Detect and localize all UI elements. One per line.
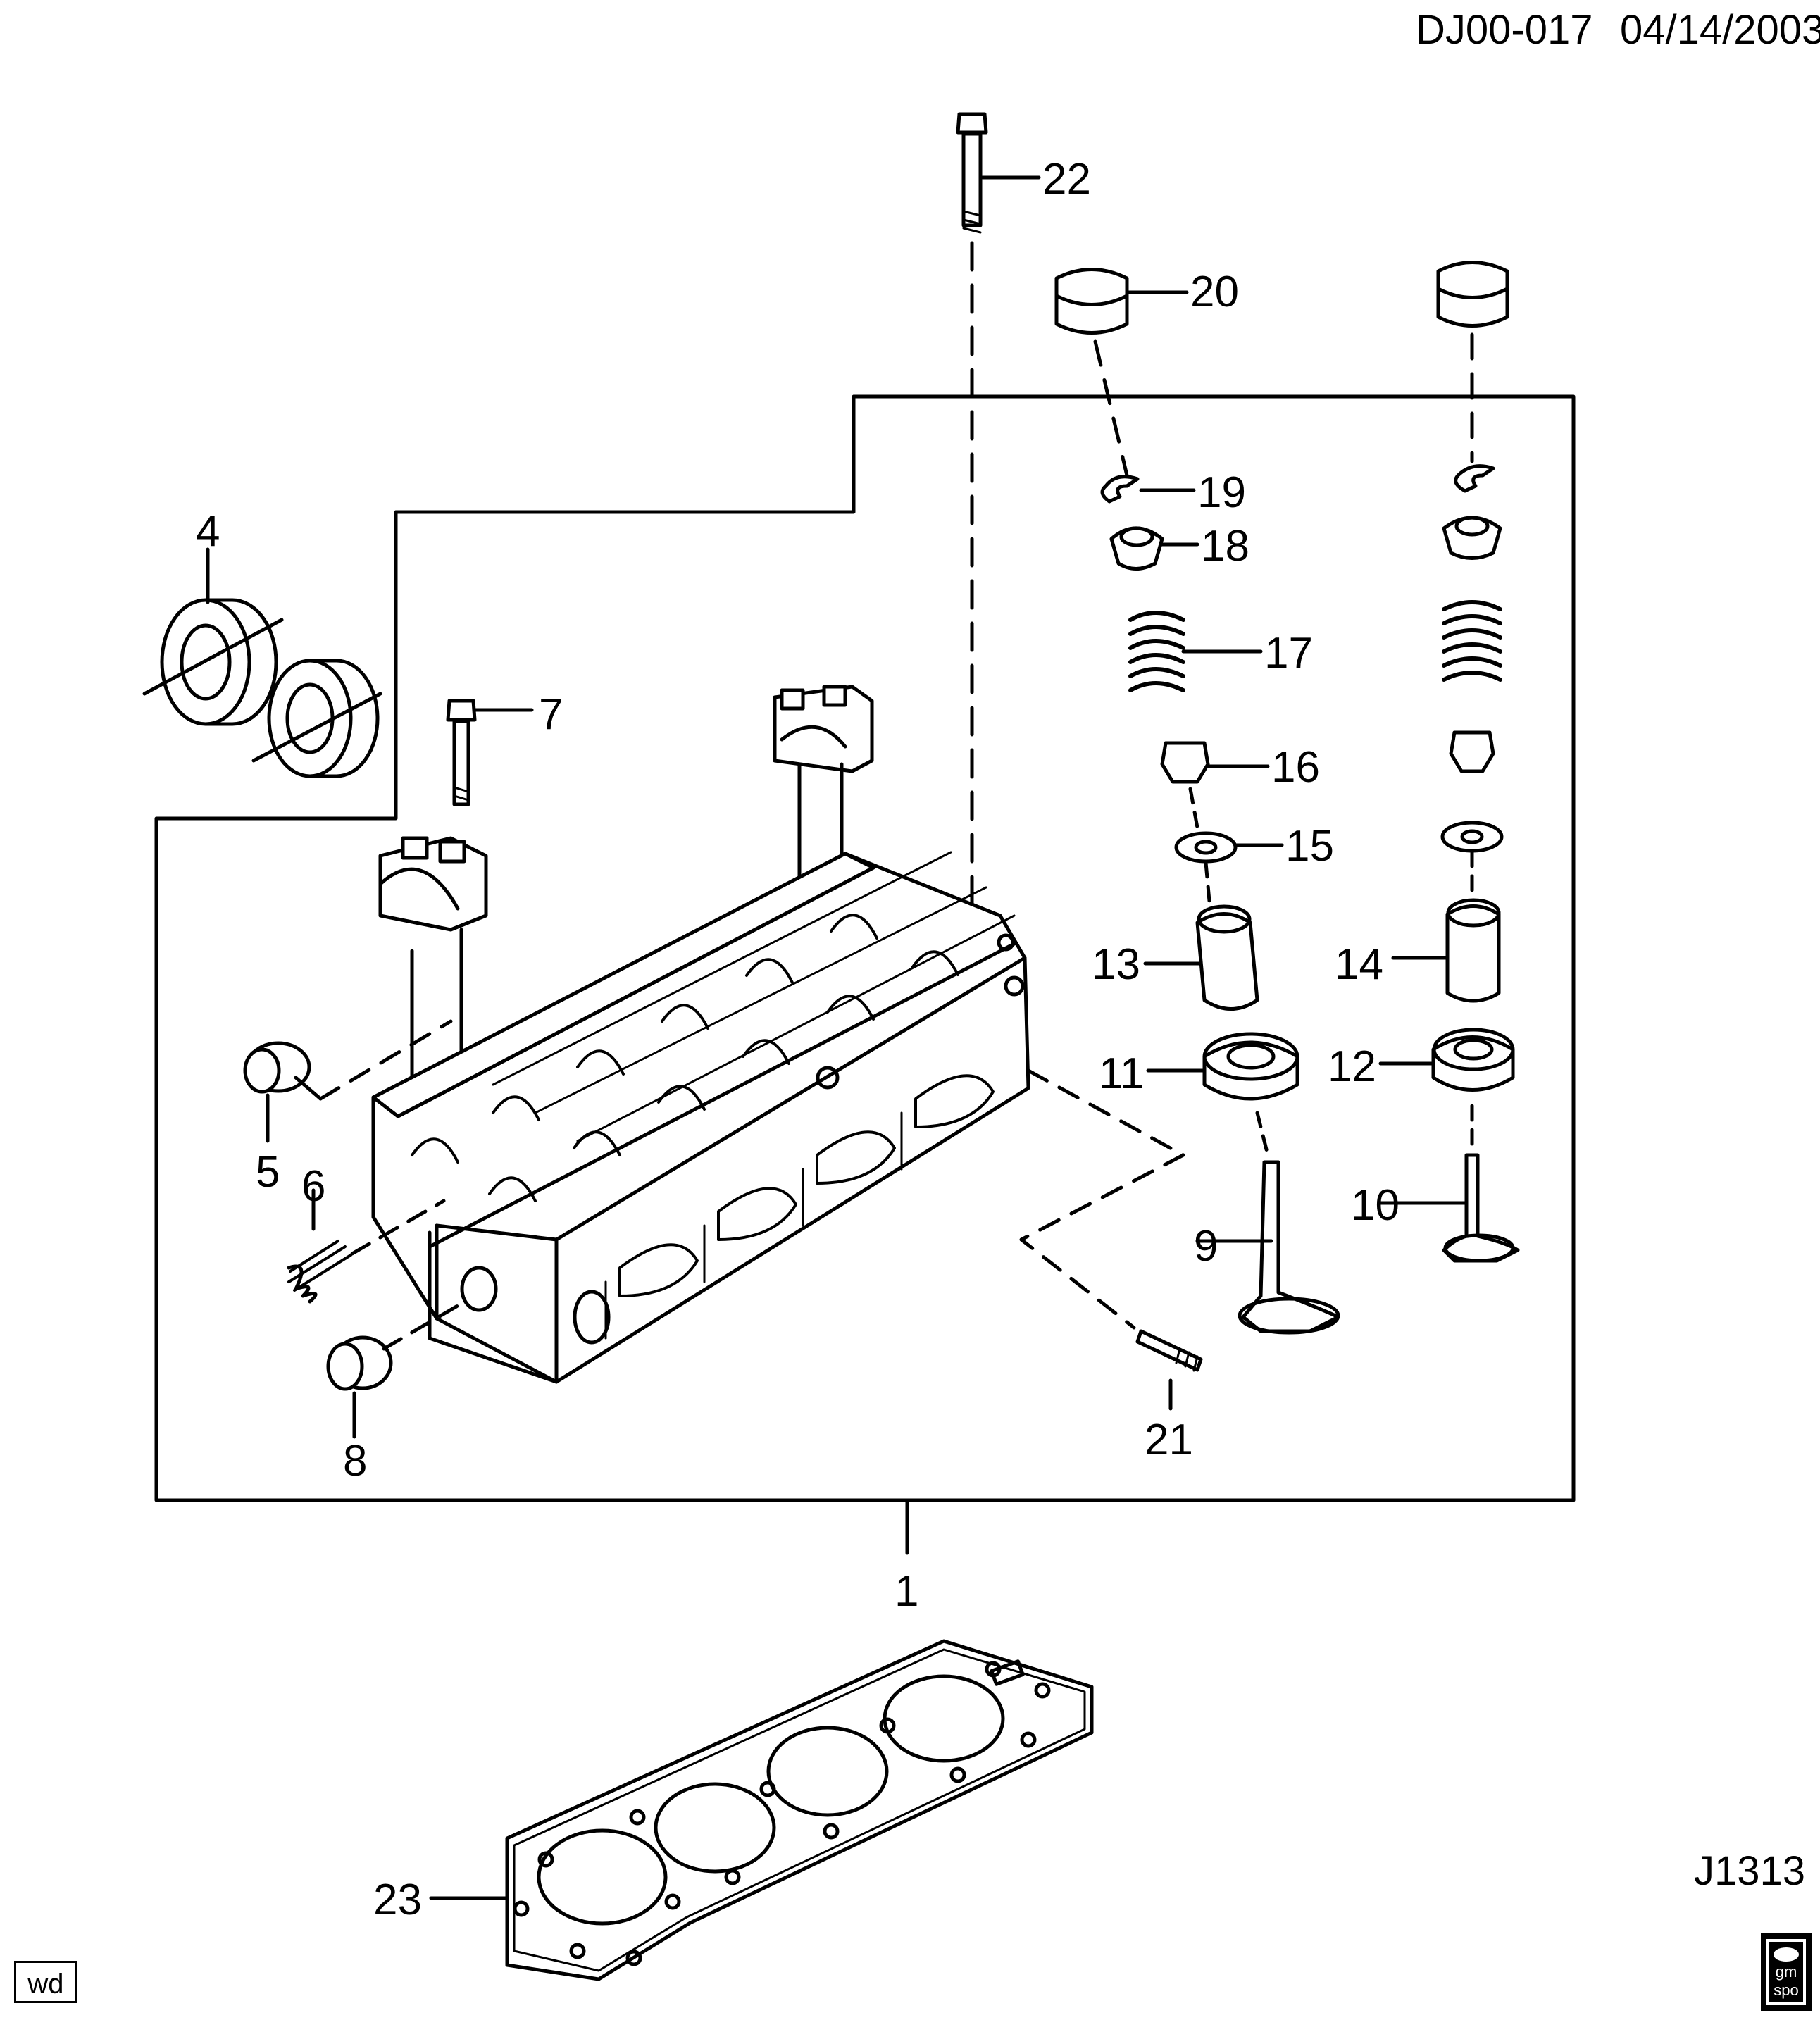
seal-16 bbox=[1160, 741, 1210, 784]
guide-13 bbox=[1195, 912, 1259, 1011]
callout-5: 5 bbox=[256, 1148, 280, 1197]
callout-21: 21 bbox=[1145, 1416, 1193, 1464]
tappet-20 bbox=[1054, 268, 1129, 335]
callout-6: 6 bbox=[301, 1162, 325, 1211]
callout-4: 4 bbox=[196, 507, 220, 556]
plug-8 bbox=[326, 1299, 467, 1439]
assembly-outline bbox=[154, 394, 1576, 1502]
insert-11 bbox=[1202, 1040, 1299, 1101]
valve-stack-right bbox=[1378, 261, 1520, 1263]
cap-bolt-7 bbox=[446, 699, 534, 806]
logo-text-gm: gm bbox=[1776, 1963, 1797, 1981]
gm-spo-logo-icon: gm spo bbox=[1761, 1933, 1812, 2011]
logo-text-spo: spo bbox=[1774, 1981, 1798, 1999]
bearing-cap-left bbox=[378, 836, 488, 932]
callout-13: 13 bbox=[1092, 940, 1140, 989]
callout-labels: 1 4 5 6 7 8 9 10 11 12 13 14 15 16 17 18… bbox=[196, 155, 1400, 1924]
callout-8: 8 bbox=[343, 1437, 367, 1485]
valve-9 bbox=[1241, 1160, 1340, 1333]
callout-17: 17 bbox=[1264, 629, 1313, 678]
callout-7: 7 bbox=[539, 690, 563, 739]
callout-15: 15 bbox=[1285, 822, 1334, 871]
callout-11: 11 bbox=[1099, 1049, 1144, 1098]
stud-21 bbox=[1019, 1068, 1203, 1411]
callout-1: 1 bbox=[895, 1567, 918, 1616]
doc-code: DJ00-017 bbox=[1416, 7, 1593, 53]
cylinder-head-body bbox=[371, 851, 1030, 1384]
camshaft-seal-4 bbox=[142, 547, 382, 778]
washer-15 bbox=[1174, 831, 1238, 864]
figure-code: J1313 bbox=[1694, 1848, 1806, 1894]
bearing-cap-middle bbox=[773, 685, 874, 773]
keeper-19 bbox=[1100, 475, 1140, 504]
head-gasket-23 bbox=[429, 1639, 1094, 1981]
callout-12: 12 bbox=[1328, 1042, 1376, 1091]
wd-badge: wd bbox=[14, 1961, 77, 2003]
callout-18: 18 bbox=[1201, 522, 1249, 571]
callout-19: 19 bbox=[1197, 468, 1246, 517]
valve-stack-left bbox=[1054, 268, 1340, 1335]
callout-9: 9 bbox=[1194, 1222, 1218, 1271]
retainer-18 bbox=[1109, 526, 1164, 571]
callout-16: 16 bbox=[1271, 743, 1320, 792]
plug-5 bbox=[243, 1019, 453, 1143]
spring-6 bbox=[287, 1188, 446, 1304]
callout-14: 14 bbox=[1335, 940, 1383, 989]
head-bolt-22 bbox=[956, 112, 1041, 946]
callout-10: 10 bbox=[1351, 1181, 1400, 1230]
callout-20: 20 bbox=[1190, 268, 1239, 316]
callout-22: 22 bbox=[1042, 155, 1091, 204]
doc-date: 04/14/2003 bbox=[1620, 7, 1820, 53]
spring-17 bbox=[1128, 611, 1185, 692]
callout-23: 23 bbox=[373, 1876, 422, 1924]
